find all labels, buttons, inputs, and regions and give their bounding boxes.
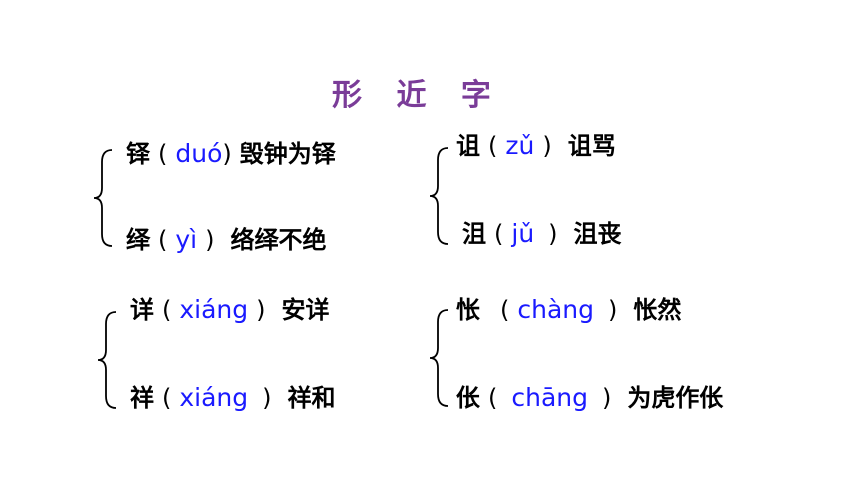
close-paren: ) (608, 296, 618, 324)
pinyin: yì (175, 225, 198, 254)
character: 祥 (130, 384, 154, 412)
close-paren: ) (542, 132, 552, 160)
example-word: 毁钟为铎 (239, 140, 336, 168)
open-paren: ( (158, 140, 168, 168)
example-word: 安详 (281, 296, 330, 324)
close-paren: ) (602, 384, 612, 412)
example-word: 诅骂 (567, 132, 616, 160)
pinyin: xiáng (179, 295, 249, 324)
page-title: 形 近 字 (332, 78, 503, 113)
brace-icon (92, 148, 116, 248)
character: 诅 (456, 132, 480, 160)
example-word: 祥和 (287, 384, 336, 412)
list-item: 铎 ( duó ) 毁钟为铎 (126, 136, 336, 172)
brace-icon (96, 310, 120, 410)
pinyin: chāng (511, 383, 588, 412)
pinyin: zǔ (505, 131, 535, 160)
open-paren: ( (500, 296, 510, 324)
close-paren: ) (205, 226, 215, 254)
example-word: 为虎作伥 (627, 384, 724, 412)
example-word: 怅然 (633, 296, 682, 324)
character: 铎 (126, 140, 150, 168)
open-paren: ( (494, 220, 504, 248)
close-paren: ) (256, 296, 266, 324)
example-word: 沮丧 (573, 220, 622, 248)
brace-icon (428, 146, 452, 246)
list-item: 祥 ( xiáng ) 祥和 (130, 380, 336, 416)
open-paren: ( (488, 384, 498, 412)
close-paren: ) (548, 220, 558, 248)
list-item: 伥 ( chāng ) 为虎作伥 (456, 380, 723, 416)
list-item: 沮 ( jǔ ) 沮丧 (462, 216, 622, 252)
open-paren: ( (488, 132, 498, 160)
open-paren: ( (158, 226, 168, 254)
character: 怅 (456, 296, 480, 324)
character: 绎 (126, 226, 150, 254)
close-paren: ) (262, 384, 272, 412)
character: 沮 (462, 220, 486, 248)
example-word: 络绎不绝 (230, 226, 327, 254)
pinyin: jǔ (511, 219, 535, 248)
list-item: 怅 ( chàng ) 怅然 (456, 292, 681, 328)
list-item: 详 ( xiáng ) 安详 (130, 292, 330, 328)
brace-icon (428, 308, 452, 408)
open-paren: ( (162, 296, 172, 324)
open-paren: ( (162, 384, 172, 412)
list-item: 绎 ( yì ) 络绎不绝 (126, 222, 327, 258)
close-paren: ) (222, 140, 232, 168)
pinyin: chàng (517, 295, 594, 324)
list-item: 诅 ( zǔ ) 诅骂 (456, 128, 616, 164)
character: 详 (130, 296, 154, 324)
character: 伥 (456, 384, 480, 412)
pinyin: xiáng (179, 383, 249, 412)
pinyin: duó (175, 139, 223, 168)
